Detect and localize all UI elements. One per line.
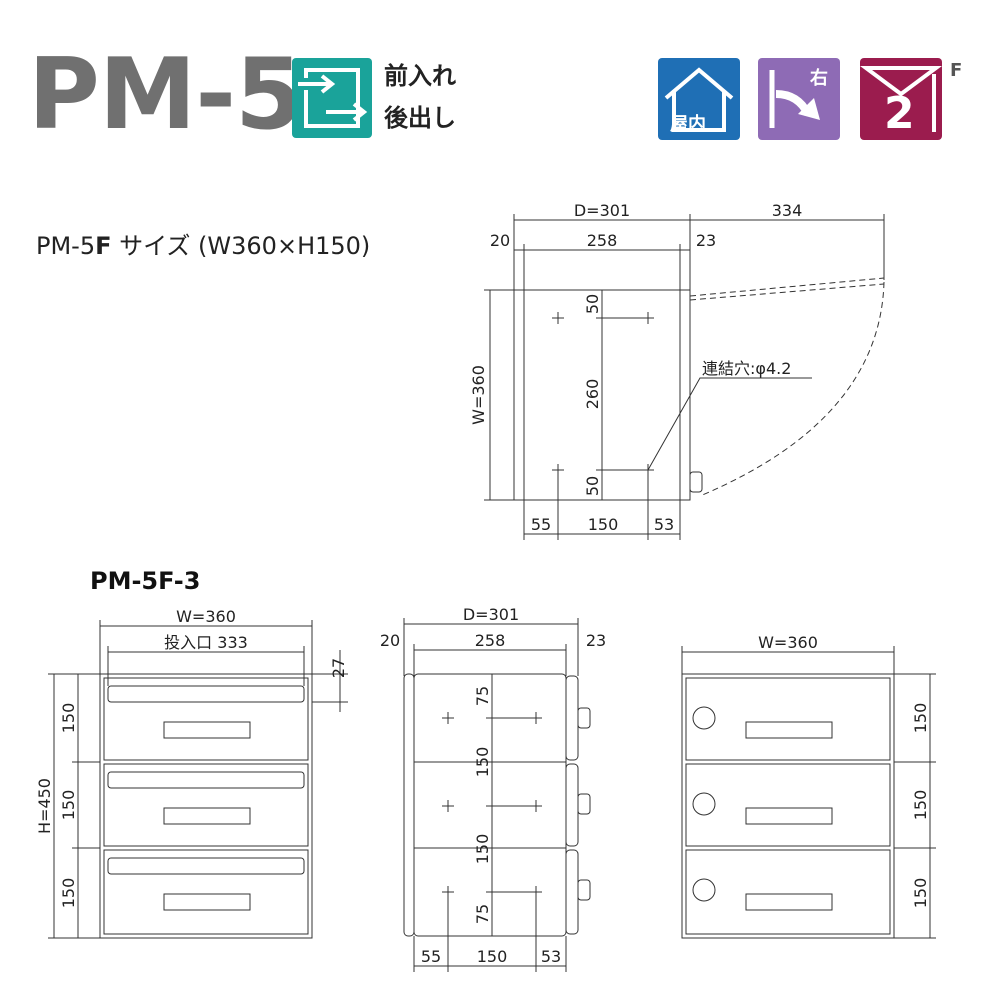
- single-body-dim: 258: [587, 231, 618, 250]
- stack-side-depth-dim: D=301: [463, 605, 519, 624]
- stack-side-hright-dim: 53: [541, 947, 561, 966]
- indoor-house-icon: 屋内: [658, 58, 740, 140]
- right-hinge-icon: 右: [758, 58, 840, 140]
- stack-back-row1-dim: 150: [911, 703, 930, 734]
- single-height-dim: W=360: [469, 365, 488, 425]
- indoor-label: 屋内: [670, 114, 706, 135]
- single-swing-dim: 334: [772, 201, 803, 220]
- stack-row2-dim: 150: [59, 790, 78, 821]
- stack-side-vtop-dim: 75: [473, 686, 492, 706]
- stack-slot-depth-dim: 27: [329, 658, 348, 678]
- mail-capacity-icon: 2: [859, 58, 943, 140]
- stack-height-dim: H=450: [35, 778, 54, 834]
- single-vmid-dim: 260: [583, 379, 602, 410]
- model-title: PM-5: [28, 38, 303, 152]
- single-front-frame: [513, 289, 525, 501]
- stack-back-width-dim: W=360: [758, 633, 818, 652]
- hinge-label: 右: [810, 68, 828, 89]
- single-vbot-dim: 50: [583, 476, 602, 496]
- single-rear-door: [679, 289, 691, 501]
- single-hleft-dim: 55: [531, 515, 551, 534]
- stack-side-vmid1-dim: 150: [473, 747, 492, 778]
- stack-back-row3-dim: 150: [911, 878, 930, 909]
- f-label: F: [950, 60, 963, 81]
- stack-row1-dim: 150: [59, 703, 78, 734]
- layers-label: 2: [884, 88, 915, 139]
- single-front-dim: 20: [490, 231, 510, 250]
- stack-row3-dim: 150: [59, 878, 78, 909]
- stack-side-front-dim: 20: [380, 631, 400, 650]
- single-hright-dim: 53: [654, 515, 674, 534]
- stack-side-rear-dim: 23: [586, 631, 606, 650]
- single-size-caption: PM-5F サイズ (W360×H150): [36, 232, 371, 260]
- stack-model-title: PM-5F-3: [90, 567, 201, 595]
- stack-side-vmid2-dim: 150: [473, 834, 492, 865]
- stack-side-body-dim: 258: [475, 631, 506, 650]
- single-depth-dim: D=301: [574, 201, 630, 220]
- stack-side-hleft-dim: 55: [421, 947, 441, 966]
- stack-slot-dim: 投入口 333: [164, 633, 248, 652]
- single-vtop-dim: 50: [583, 294, 602, 314]
- stack-front-width-dim: W=360: [176, 607, 236, 626]
- stack-side-vbot-dim: 75: [473, 904, 492, 924]
- single-hole-note: 連結穴:φ4.2: [702, 359, 791, 378]
- rear-out-label: 後出し: [384, 104, 456, 132]
- single-hmid-dim: 150: [588, 515, 619, 534]
- single-rear-dim: 23: [696, 231, 716, 250]
- front-in-label: 前入れ: [384, 62, 456, 90]
- front-in-rear-out-icon: [292, 58, 372, 138]
- stack-back-row2-dim: 150: [911, 790, 930, 821]
- stack-side-hmid-dim: 150: [477, 947, 508, 966]
